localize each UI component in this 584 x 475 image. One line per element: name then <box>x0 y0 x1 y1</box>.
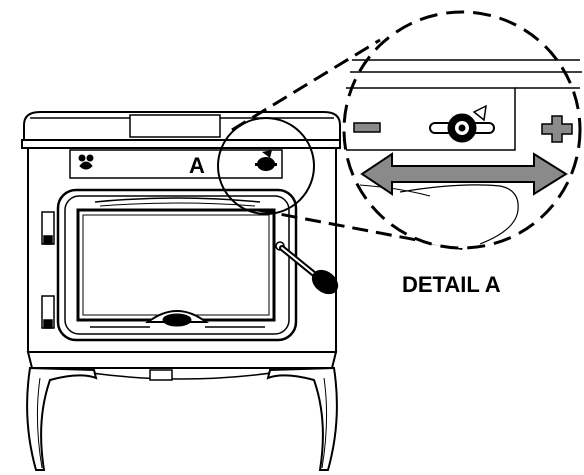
door-handle-icon <box>275 241 339 295</box>
stove-door <box>56 188 298 342</box>
detail-caption: DETAIL A <box>402 272 501 297</box>
minus-sign <box>353 122 381 133</box>
damper-knob-icon <box>255 150 277 171</box>
flame-icon <box>78 154 94 170</box>
plus-sign <box>541 115 573 143</box>
callout-letter-a: A <box>189 153 205 178</box>
double-arrow-icon <box>360 152 568 196</box>
stove-legs <box>26 366 338 471</box>
detail-panel <box>346 59 582 245</box>
door-hinges <box>41 211 55 329</box>
door-medallion <box>145 310 209 327</box>
detail-knob-icon <box>429 104 495 143</box>
stove-top <box>21 111 341 149</box>
stove-base <box>26 351 338 381</box>
callout-small-circle <box>217 117 315 215</box>
